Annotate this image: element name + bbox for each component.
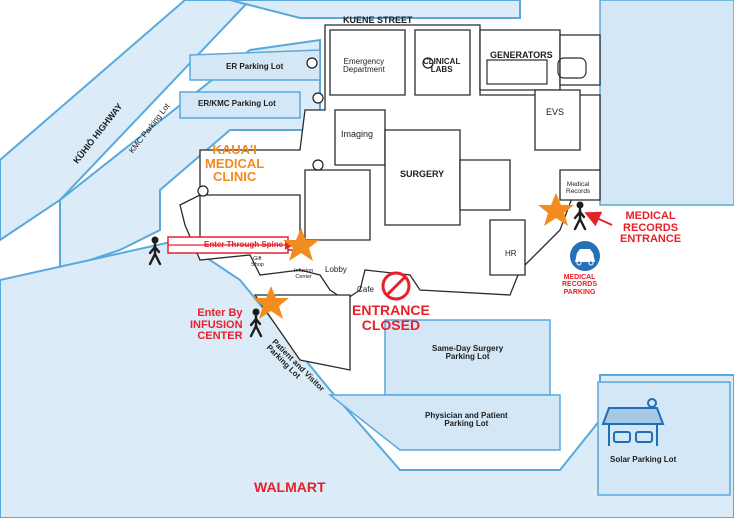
er-kmc-parking-label: ER/KMC Parking Lot xyxy=(198,99,276,108)
er-parking-label: ER Parking Lot xyxy=(226,62,284,71)
er-parking-lot xyxy=(189,49,321,81)
parking-lots xyxy=(179,0,734,496)
no-entry-icon xyxy=(381,271,411,301)
elevator-icon xyxy=(197,57,434,197)
imaging-label: Imaging xyxy=(341,129,374,139)
surgery-label: SURGERY xyxy=(400,169,445,179)
pedestrian-icon xyxy=(148,201,587,338)
enter-spine-label: Enter Through Spine xyxy=(204,240,284,249)
generators-label: GENERATORS xyxy=(490,50,553,60)
east-lot xyxy=(599,0,734,206)
physician-patient-lot xyxy=(327,394,561,451)
car-icon xyxy=(570,241,600,271)
spine-arrow xyxy=(167,236,295,254)
evs-label: EVS xyxy=(546,107,565,117)
cafe-label: Cafe xyxy=(357,285,374,294)
er-kmc-parking-lot xyxy=(179,91,301,119)
walmart-label: WALMART xyxy=(254,479,326,495)
kuene-street-label: KUENE STREET xyxy=(343,15,413,25)
lobby-label: Lobby xyxy=(325,265,347,274)
solar-parking-lot-area xyxy=(597,381,731,496)
star-marker-icon xyxy=(253,193,574,319)
buildings xyxy=(179,24,601,371)
generator-units xyxy=(486,57,587,85)
solar-carport-icon xyxy=(601,398,665,446)
records-arrow-icon xyxy=(584,211,613,227)
solar-parking-label: Solar Parking Lot xyxy=(610,455,677,464)
hr-label: HR xyxy=(505,249,517,258)
